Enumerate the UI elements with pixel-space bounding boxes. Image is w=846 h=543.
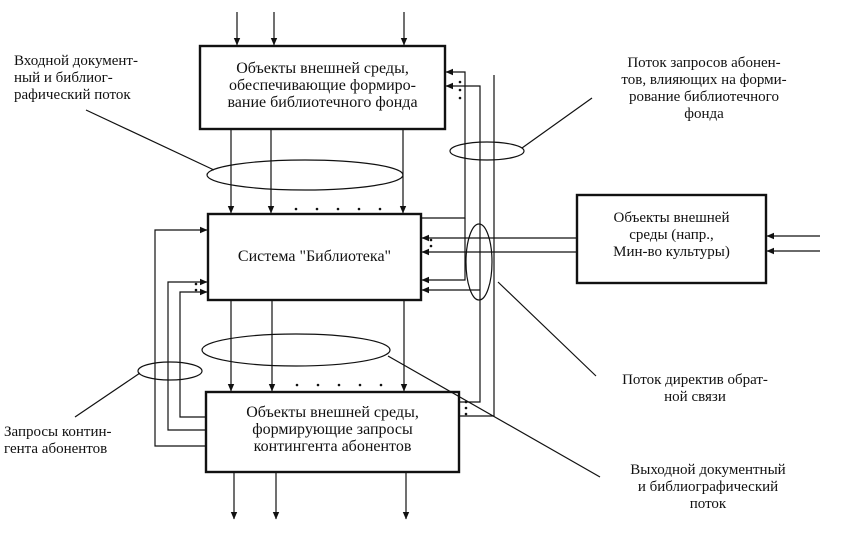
input-flow-ellipse bbox=[206, 159, 404, 191]
leader-line bbox=[74, 372, 141, 418]
dot bbox=[357, 207, 361, 211]
leader-line bbox=[387, 355, 601, 478]
top-box-text: Объекты внешней среды, обеспечивающие фо… bbox=[227, 60, 418, 111]
input-flow-label: Входной документ- ный и библиог- рафичес… bbox=[14, 53, 138, 103]
dot bbox=[379, 383, 383, 387]
dot bbox=[194, 288, 198, 292]
leader-line bbox=[85, 109, 215, 171]
request-line bbox=[154, 226, 208, 447]
feedback-line bbox=[421, 218, 466, 284]
ministry-box bbox=[575, 193, 768, 285]
dot bbox=[464, 400, 468, 404]
bottom-box bbox=[204, 390, 461, 474]
request-line bbox=[167, 278, 208, 431]
dot bbox=[295, 383, 299, 387]
dot bbox=[458, 88, 462, 92]
output-flow-label: Выходной документный и библиографический… bbox=[630, 462, 786, 512]
dot bbox=[458, 96, 462, 100]
dot bbox=[464, 406, 468, 410]
dot bbox=[316, 383, 320, 387]
top-box bbox=[198, 44, 447, 131]
feedback-line bbox=[445, 82, 481, 403]
dot bbox=[337, 383, 341, 387]
dot bbox=[458, 80, 462, 84]
dot bbox=[358, 383, 362, 387]
contingent-requests-label: Запросы контин- гента абонентов bbox=[4, 424, 112, 457]
leader-line bbox=[521, 97, 593, 149]
dot bbox=[294, 207, 298, 211]
dot bbox=[429, 244, 433, 248]
dot bbox=[315, 207, 319, 211]
contingent-flow-ellipse bbox=[137, 361, 203, 381]
feedback-line bbox=[459, 75, 495, 417]
request-flow-ellipse bbox=[449, 141, 525, 161]
feedback-line bbox=[421, 68, 466, 219]
leader-line bbox=[497, 281, 597, 377]
directive-flow-ellipse bbox=[465, 223, 493, 301]
dot bbox=[464, 412, 468, 416]
ministry-box-text: Объекты внешней среды (напр., Мин-во кул… bbox=[613, 210, 730, 260]
bottom-box-text: Объекты внешней среды, формирующие запро… bbox=[246, 404, 419, 455]
output-flow-ellipse bbox=[201, 333, 391, 367]
dot bbox=[429, 238, 433, 242]
request-line bbox=[179, 288, 208, 418]
dot bbox=[194, 282, 198, 286]
library-box-text: Система "Библиотека" bbox=[237, 248, 392, 265]
dot bbox=[336, 207, 340, 211]
directive-flow-label: Поток директив обрат- ной связи bbox=[622, 372, 768, 405]
request-flow-label: Поток запросов абонен- тов, влияющих на … bbox=[621, 55, 787, 122]
dot bbox=[378, 207, 382, 211]
library-box bbox=[206, 212, 423, 302]
